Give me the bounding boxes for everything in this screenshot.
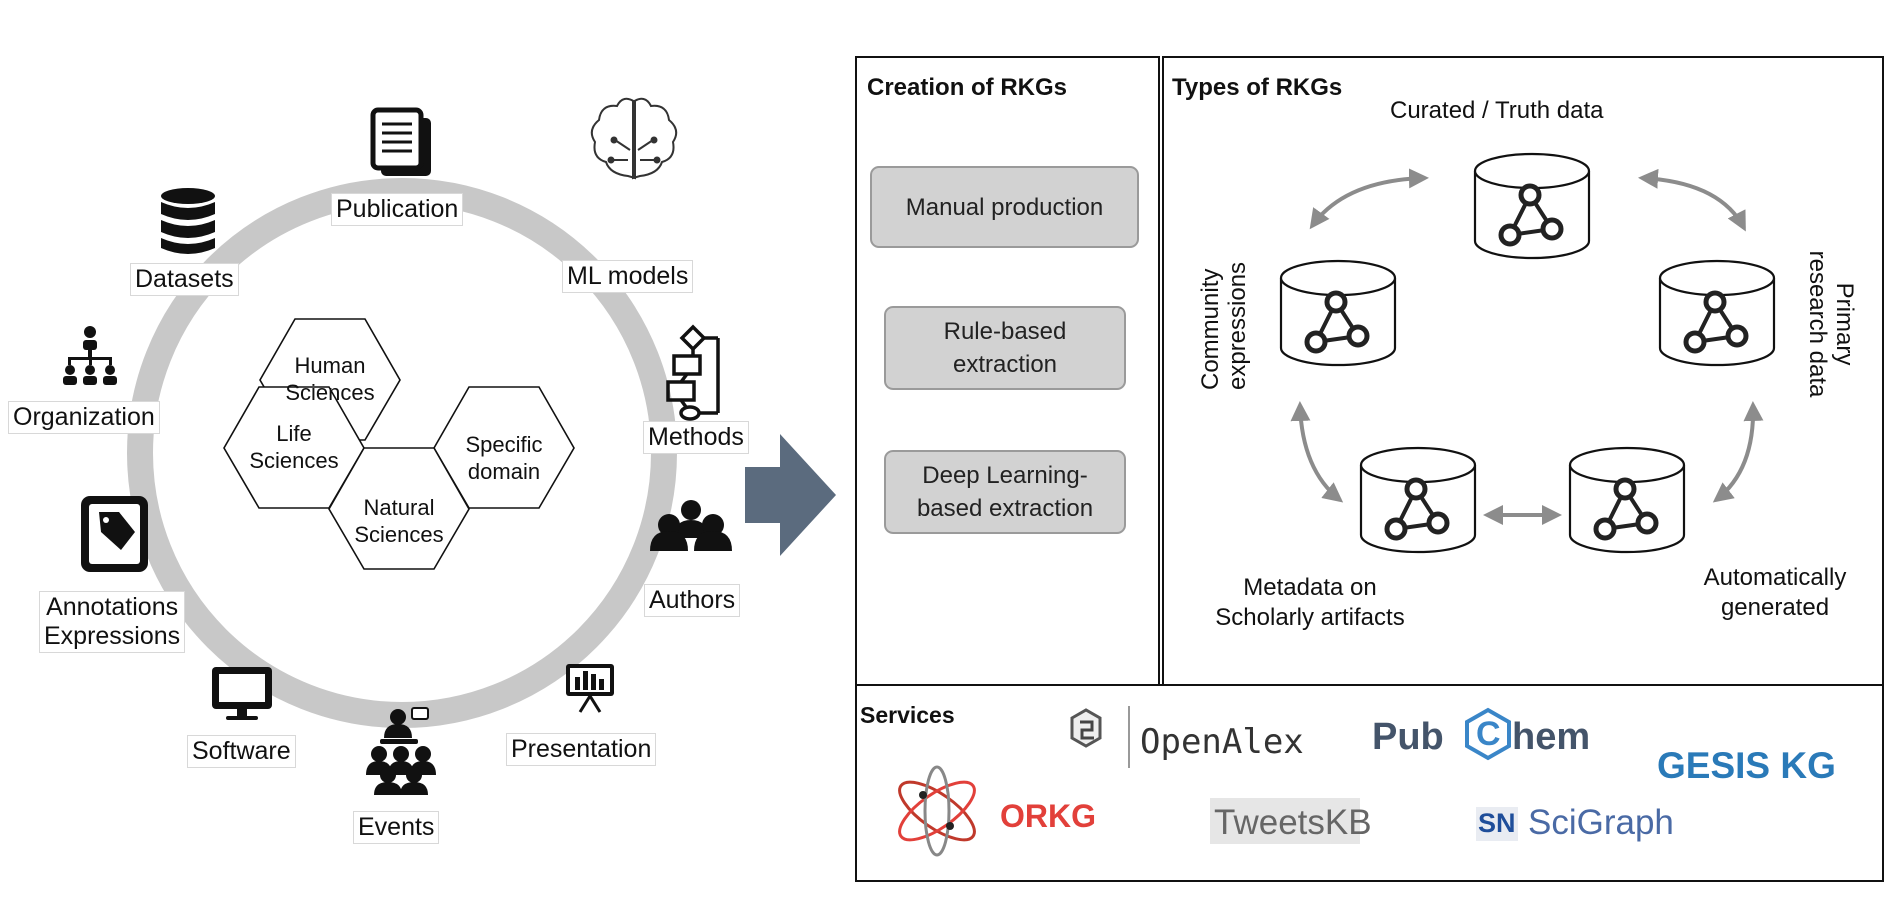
- database-graph-icon: [1570, 448, 1684, 552]
- orkg-logo-text: ORKG: [1000, 798, 1096, 834]
- creation-title: Creation of RKGs: [867, 74, 1068, 101]
- tag-icon: [81, 496, 148, 572]
- database-graph-icon: [1281, 261, 1395, 365]
- types-title: Types of RKGs: [1172, 74, 1343, 101]
- sn-badge: [1476, 807, 1518, 841]
- artifact-label-datasets: Datasets: [130, 263, 239, 296]
- services-panel: [855, 684, 1884, 882]
- database-graph-icon: [1475, 154, 1589, 258]
- artifact-label-software: Software: [187, 735, 296, 768]
- pubchem-c-hexagon-icon: [1465, 707, 1511, 761]
- method-deep-learning-extraction: Deep Learning-based extraction: [884, 450, 1126, 534]
- pubchem-logo-left: Pub: [1372, 716, 1444, 758]
- artifact-label-presentation: Presentation: [506, 733, 657, 766]
- hexagon-natural-sciences: [328, 447, 470, 570]
- database-graph-icon: [1660, 261, 1774, 365]
- method-rule-based-extraction: Rule-based extraction: [884, 306, 1126, 390]
- artifact-label-events: Events: [353, 811, 440, 844]
- flowchart-icon: [666, 324, 720, 421]
- artifact-label-organization: Organization: [8, 401, 160, 434]
- scigraph-logo-text: SciGraph: [1528, 803, 1674, 842]
- pubchem-logo-right: hem: [1512, 716, 1591, 758]
- brain-icon: [590, 97, 678, 180]
- sn-badge-text: SN: [1478, 808, 1516, 838]
- artifact-label-ml-models: ML models: [562, 260, 694, 293]
- kg-label-curated: Curated / Truth data: [1390, 97, 1604, 124]
- transition-arrow: [745, 434, 836, 556]
- pubchem-logo-c: C: [1476, 715, 1501, 753]
- method-manual-production: Manual production: [870, 166, 1139, 248]
- tweetskb-badge: [1210, 798, 1360, 844]
- tweetskb-logo: TweetsKB: [1214, 803, 1372, 842]
- gesis-kg-logo: GESIS KG: [1657, 745, 1836, 786]
- database-icon: [161, 188, 215, 254]
- orkg-logo-icon: [898, 765, 976, 857]
- relation-arrows: [1290, 168, 1764, 525]
- openalex-logo-icon: [1070, 706, 1130, 768]
- services-title: Services: [860, 702, 955, 728]
- monitor-icon: [212, 667, 272, 720]
- artifact-label-authors: Authors: [644, 584, 741, 617]
- database-graph-icon: [1361, 448, 1475, 552]
- people-icon: [650, 500, 732, 551]
- audience-icon: [366, 707, 436, 795]
- artifact-label-publication: Publication: [331, 193, 464, 226]
- document-icon: [370, 107, 431, 176]
- artifact-label-methods: Methods: [643, 421, 749, 454]
- organization-icon: [63, 326, 117, 385]
- openalex-logo-text: OpenAlex: [1140, 722, 1304, 762]
- presentation-icon: [566, 664, 614, 713]
